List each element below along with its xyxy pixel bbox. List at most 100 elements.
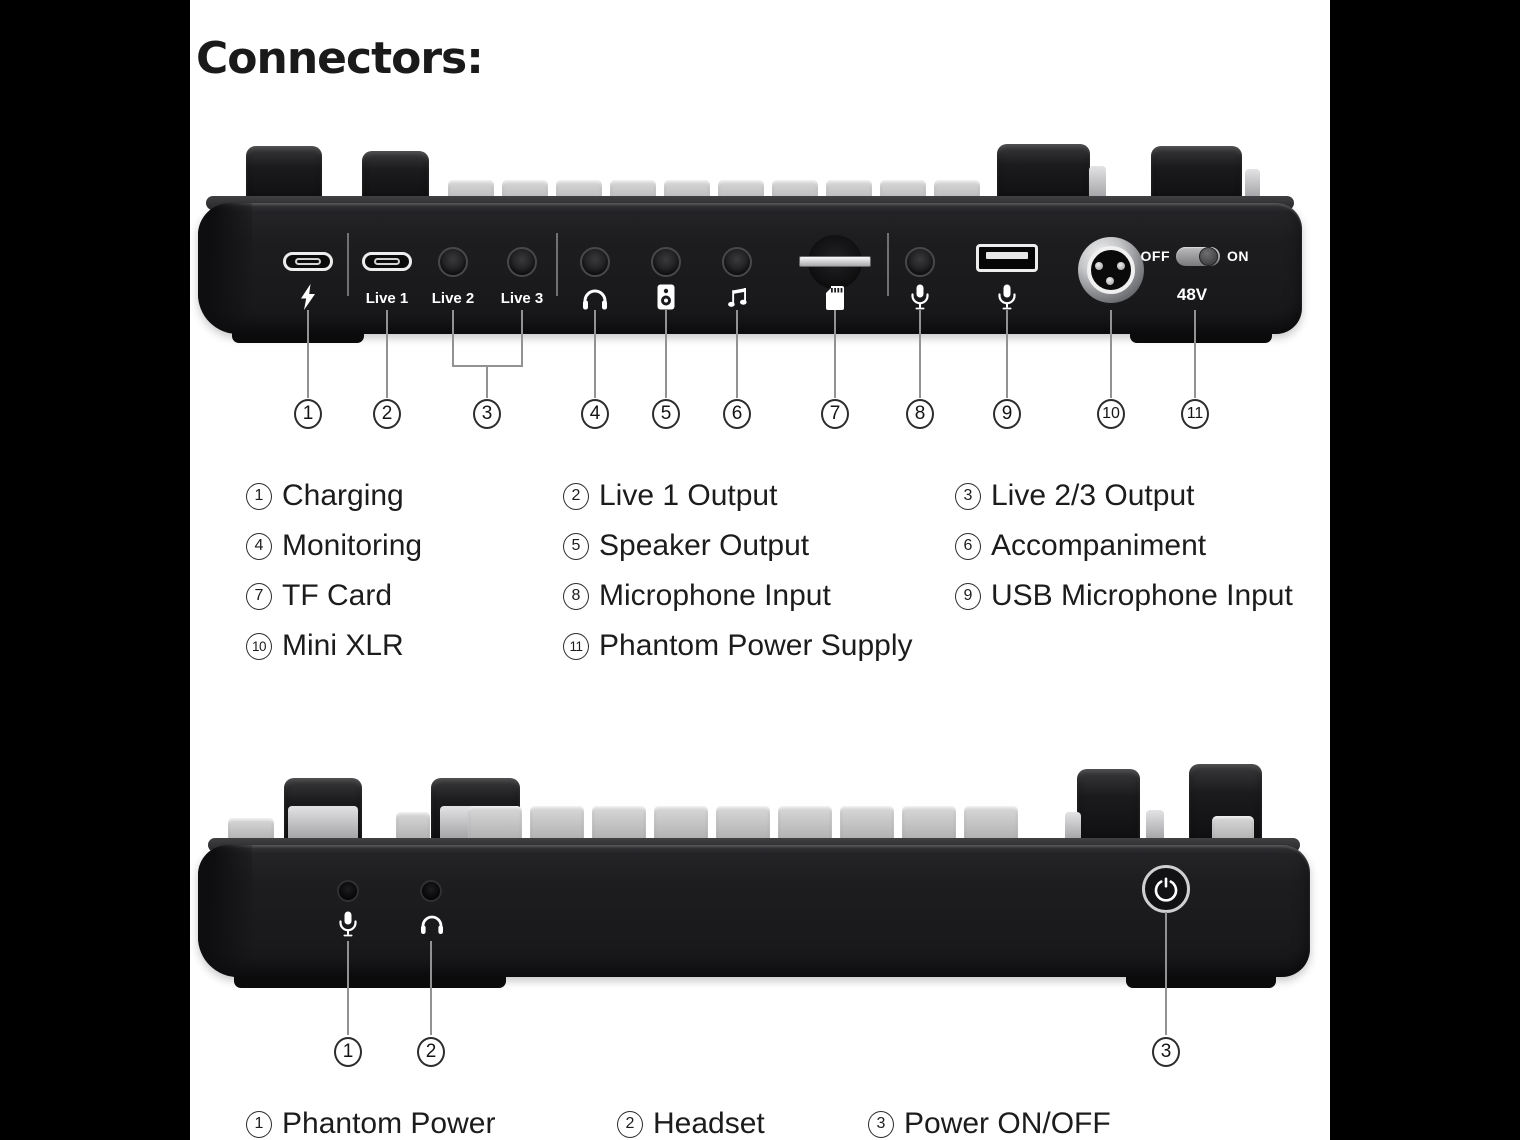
leader-line bbox=[307, 310, 309, 398]
legend-num: 10 bbox=[246, 632, 272, 660]
live1-label: Live 1 bbox=[365, 290, 409, 307]
power-button bbox=[1142, 865, 1190, 913]
live3-jack bbox=[507, 247, 537, 277]
left-letterbox-bar bbox=[0, 0, 190, 1140]
device-foot bbox=[1126, 976, 1276, 988]
leader-line bbox=[1165, 912, 1167, 1035]
legend-item: 2 Headset bbox=[617, 1107, 765, 1140]
legend-num: 6 bbox=[955, 532, 981, 560]
knob bbox=[246, 146, 322, 205]
callout-6: 6 bbox=[723, 399, 751, 429]
section-divider bbox=[347, 233, 349, 296]
mini-xlr-inner bbox=[1087, 246, 1135, 294]
callout-11: 11 bbox=[1181, 399, 1209, 429]
monitoring-jack bbox=[580, 247, 610, 277]
legend-label: Phantom Power Supply bbox=[599, 629, 913, 662]
fader-shaft bbox=[1245, 169, 1260, 203]
fader-shaft bbox=[1089, 166, 1106, 204]
front-panel-body bbox=[198, 845, 1310, 977]
phantom-power-mic-icon bbox=[339, 911, 357, 937]
legend-item: 8 Microphone Input bbox=[563, 579, 831, 613]
callout-1: 1 bbox=[294, 399, 322, 429]
legend-num: 2 bbox=[563, 482, 589, 510]
callout-3: 3 bbox=[473, 399, 501, 429]
legend-num: 4 bbox=[246, 532, 272, 560]
leader-bracket bbox=[452, 365, 523, 367]
leader-line bbox=[1110, 310, 1112, 398]
callout-3: 3 bbox=[1152, 1037, 1180, 1067]
knob bbox=[997, 144, 1090, 205]
live2-label: Live 2 bbox=[431, 290, 475, 307]
section-divider bbox=[887, 233, 889, 296]
legend-item: 4 Monitoring bbox=[246, 529, 422, 563]
callout-9: 9 bbox=[993, 399, 1021, 429]
knob-bracket bbox=[1065, 812, 1081, 845]
charging-lightning-icon bbox=[298, 284, 318, 310]
usbc-slot bbox=[374, 258, 400, 265]
device-foot bbox=[232, 333, 364, 343]
device-foot bbox=[234, 976, 506, 988]
xlr-pin bbox=[1117, 262, 1125, 270]
live3-label: Live 3 bbox=[500, 290, 544, 307]
voltage-label: 48V bbox=[1176, 285, 1208, 304]
charging-usbc-port bbox=[283, 252, 333, 271]
legend-num: 2 bbox=[617, 1110, 643, 1138]
callout-8: 8 bbox=[906, 399, 934, 429]
leader-line bbox=[736, 310, 738, 398]
tf-card-slot bbox=[799, 256, 871, 267]
legend-label: TF Card bbox=[282, 579, 393, 612]
phantom-power-jack bbox=[337, 880, 359, 902]
legend-num: 3 bbox=[868, 1110, 894, 1138]
legend-num: 8 bbox=[563, 582, 589, 610]
speaker-output-jack bbox=[651, 247, 681, 277]
live2-jack bbox=[438, 247, 468, 277]
usbc-slot bbox=[295, 258, 321, 265]
legend-label: Charging bbox=[282, 479, 404, 512]
legend-label: Live 1 Output bbox=[599, 479, 778, 512]
legend-label: Microphone Input bbox=[599, 579, 831, 612]
speaker-icon bbox=[657, 284, 675, 310]
accompaniment-jack bbox=[722, 247, 752, 277]
legend-num: 5 bbox=[563, 532, 589, 560]
headset-jack bbox=[420, 880, 442, 902]
legend-item: 1 Phantom Power bbox=[246, 1107, 495, 1140]
switch-off-label: OFF bbox=[1140, 248, 1170, 264]
headset-icon bbox=[419, 913, 445, 935]
legend-num: 3 bbox=[955, 482, 981, 510]
switch-on-label: ON bbox=[1227, 248, 1249, 264]
page-title: Connectors: bbox=[196, 33, 484, 85]
leader-line bbox=[834, 310, 836, 398]
legend-item: 6 Accompaniment bbox=[955, 529, 1206, 563]
callout-2: 2 bbox=[417, 1037, 445, 1067]
switch-knob bbox=[1199, 247, 1218, 266]
leader-line bbox=[1006, 310, 1008, 398]
device-end-cap bbox=[198, 845, 252, 977]
callout-7: 7 bbox=[821, 399, 849, 429]
leader-line bbox=[665, 310, 667, 398]
legend-label: Accompaniment bbox=[991, 529, 1207, 562]
leader-line bbox=[919, 310, 921, 398]
legend-num: 1 bbox=[246, 1110, 272, 1138]
legend-label: Monitoring bbox=[282, 529, 423, 562]
xlr-pin bbox=[1095, 262, 1103, 270]
legend-label: Phantom Power bbox=[282, 1107, 496, 1140]
tf-card-icon bbox=[826, 286, 844, 310]
live1-usbc-port bbox=[362, 252, 412, 271]
knob-bracket bbox=[1146, 810, 1164, 845]
leader-line bbox=[347, 941, 349, 1035]
power-icon bbox=[1153, 876, 1179, 902]
legend-label: Headset bbox=[653, 1107, 765, 1140]
callout-5: 5 bbox=[652, 399, 680, 429]
callout-1: 1 bbox=[334, 1037, 362, 1067]
leader-line bbox=[452, 310, 454, 367]
callout-4: 4 bbox=[581, 399, 609, 429]
